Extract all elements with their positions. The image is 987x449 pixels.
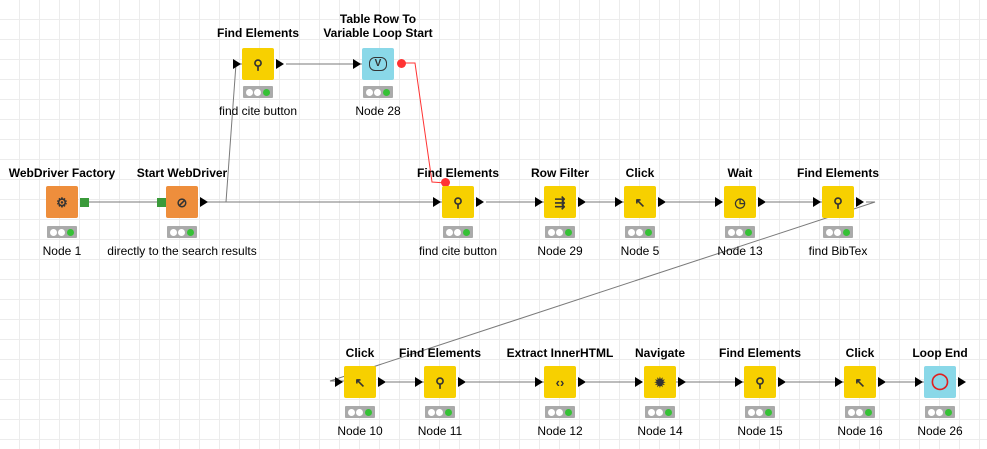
cursor-icon: ↖ (624, 186, 656, 218)
loop-end-icon: ◯ (924, 366, 956, 398)
input-port[interactable] (335, 377, 343, 387)
node-title: Table Row To Variable Loop Start (323, 12, 433, 40)
node-label[interactable]: Node 13 (717, 244, 763, 258)
flow-variable-inport[interactable] (441, 178, 450, 187)
status-indicator (167, 226, 197, 238)
status-indicator (47, 226, 77, 238)
input-port[interactable] (433, 197, 441, 207)
output-port[interactable] (958, 377, 966, 387)
output-port[interactable] (458, 377, 466, 387)
node-title: Find Elements (718, 346, 801, 360)
compass-icon: ⊘ (166, 186, 198, 218)
output-port[interactable] (578, 197, 586, 207)
node-title: Wait (727, 166, 753, 180)
node-label[interactable]: Node 15 (737, 424, 783, 438)
flow-variable-port[interactable] (397, 59, 406, 68)
status-indicator (425, 406, 455, 418)
input-port[interactable] (233, 59, 241, 69)
node-label[interactable]: Node 12 (537, 424, 583, 438)
input-port[interactable] (835, 377, 843, 387)
node-label[interactable]: Node 11 (417, 424, 463, 438)
output-port[interactable] (678, 377, 686, 387)
output-port[interactable] (200, 197, 208, 207)
output-port[interactable] (778, 377, 786, 387)
find-elements-icon: ⚲ (424, 366, 456, 398)
status-indicator (243, 86, 273, 98)
code-icon: ‹› (544, 366, 576, 398)
node-title: Navigate (634, 346, 686, 360)
node-title: Start WebDriver (136, 166, 228, 180)
status-indicator (363, 86, 393, 98)
input-port[interactable] (157, 198, 166, 207)
status-indicator (545, 406, 575, 418)
node-title: Click (845, 346, 875, 360)
node-title: Click (345, 346, 375, 360)
connection-n2-n3 (200, 63, 245, 203)
status-indicator (845, 406, 875, 418)
input-port[interactable] (535, 197, 543, 207)
input-port[interactable] (915, 377, 923, 387)
output-port[interactable] (378, 377, 386, 387)
flow-variable-connection (402, 62, 447, 184)
node-title: Extract InnerHTML (506, 346, 614, 360)
status-indicator (625, 226, 655, 238)
input-port[interactable] (415, 377, 423, 387)
variable-loop-icon: V (362, 48, 394, 80)
input-port[interactable] (635, 377, 643, 387)
node-title: Find Elements (216, 26, 299, 40)
input-port[interactable] (735, 377, 743, 387)
filter-icon: ⇶ (544, 186, 576, 218)
output-port[interactable] (476, 197, 484, 207)
node-label[interactable]: Node 16 (837, 424, 883, 438)
input-port[interactable] (813, 197, 821, 207)
status-indicator (545, 226, 575, 238)
node-label[interactable]: directly to the search results (107, 244, 257, 258)
node-title: Find Elements (796, 166, 879, 180)
output-port[interactable] (80, 198, 89, 207)
find-elements-icon: ⚲ (822, 186, 854, 218)
find-elements-icon: ⚲ (744, 366, 776, 398)
node-label[interactable]: find BibTex (808, 244, 868, 258)
node-label[interactable]: Node 10 (337, 424, 383, 438)
input-port[interactable] (615, 197, 623, 207)
output-port[interactable] (658, 197, 666, 207)
status-indicator (645, 406, 675, 418)
output-port[interactable] (758, 197, 766, 207)
node-label[interactable]: Node 26 (917, 424, 963, 438)
status-indicator (823, 226, 853, 238)
clock-icon: ◷ (724, 186, 756, 218)
cursor-icon: ↖ (344, 366, 376, 398)
node-label[interactable]: find cite button (418, 244, 498, 258)
status-indicator (925, 406, 955, 418)
node-label[interactable]: Node 1 (42, 244, 82, 258)
node-title: Loop End (912, 346, 968, 360)
node-title: WebDriver Factory (8, 166, 116, 180)
output-port[interactable] (276, 59, 284, 69)
find-elements-icon: ⚲ (242, 48, 274, 80)
status-indicator (745, 406, 775, 418)
cursor-icon: ↖ (844, 366, 876, 398)
output-port[interactable] (856, 197, 864, 207)
find-elements-icon: ⚲ (442, 186, 474, 218)
status-indicator (725, 226, 755, 238)
node-label[interactable]: Node 29 (537, 244, 583, 258)
status-indicator (345, 406, 375, 418)
node-label[interactable]: Node 5 (620, 244, 660, 258)
node-title: Click (625, 166, 655, 180)
input-port[interactable] (353, 59, 361, 69)
input-port[interactable] (535, 377, 543, 387)
input-port[interactable] (715, 197, 723, 207)
node-label[interactable]: find cite button (218, 104, 298, 118)
node-label[interactable]: Node 14 (637, 424, 683, 438)
node-title: Row Filter (530, 166, 589, 180)
output-port[interactable] (578, 377, 586, 387)
webdriver-factory-icon: ⚙ (46, 186, 78, 218)
node-title: Find Elements (416, 166, 499, 180)
node-title: Find Elements (398, 346, 481, 360)
node-label[interactable]: Node 28 (355, 104, 401, 118)
status-indicator (443, 226, 473, 238)
output-port[interactable] (878, 377, 886, 387)
navigate-icon: ✹ (644, 366, 676, 398)
